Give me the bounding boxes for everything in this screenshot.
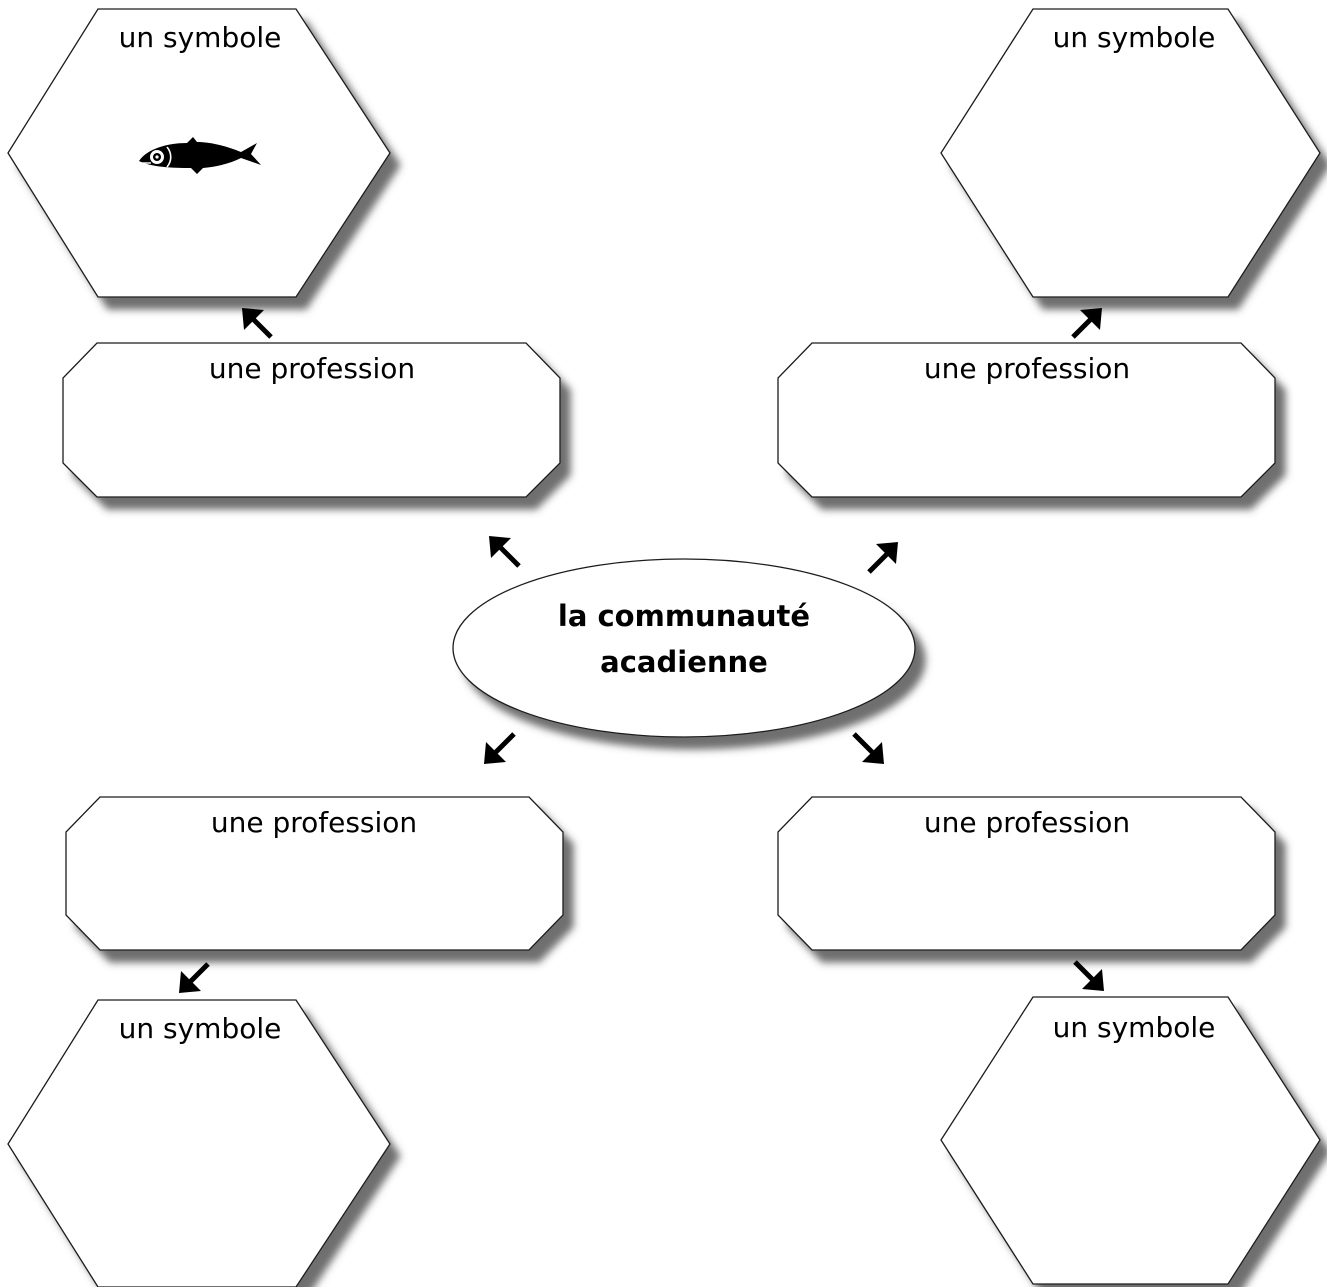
fish-icon [139, 137, 261, 174]
center-title-line-2: acadienne [600, 645, 768, 679]
arrow-center-to-top-left [489, 536, 521, 568]
symbol-label-top-left: un symbole [119, 21, 282, 54]
center-title-line-1: la communauté [558, 599, 810, 633]
arrow-profession-to-symbol-top-left [242, 308, 273, 339]
arrow-center-to-top-right [867, 542, 898, 574]
symbol-label-bottom-right: un symbole [1053, 1011, 1216, 1044]
center-node: la communauté acadienne [452, 558, 916, 738]
arrow-center-to-bottom-right [852, 732, 884, 764]
symbol-hexagon-top-right: un symbole [940, 8, 1321, 298]
profession-box-bottom-right: une profession [777, 796, 1276, 951]
profession-box-bottom-left: une profession [65, 796, 564, 951]
profession-box-top-right: une profession [777, 342, 1276, 498]
profession-box-top-left: une profession [62, 342, 561, 498]
arrow-profession-to-symbol-bottom-right [1073, 960, 1104, 991]
profession-label-bottom-right: une profession [924, 806, 1130, 839]
profession-label-top-right: une profession [924, 352, 1130, 385]
symbol-label-top-right: un symbole [1053, 21, 1216, 54]
symbol-hexagon-top-left: un symbole [7, 8, 391, 298]
arrow-profession-to-symbol-top-right [1071, 308, 1102, 339]
symbol-hexagon-bottom-right: un symbole [940, 996, 1321, 1285]
arrow-profession-to-symbol-bottom-left [179, 962, 210, 993]
profession-label-bottom-left: une profession [211, 806, 417, 839]
profession-label-top-left: une profession [209, 352, 415, 385]
symbol-hexagon-bottom-left: un symbole [7, 999, 391, 1287]
symbol-label-bottom-left: un symbole [119, 1012, 282, 1045]
arrow-center-to-bottom-left [484, 732, 516, 764]
